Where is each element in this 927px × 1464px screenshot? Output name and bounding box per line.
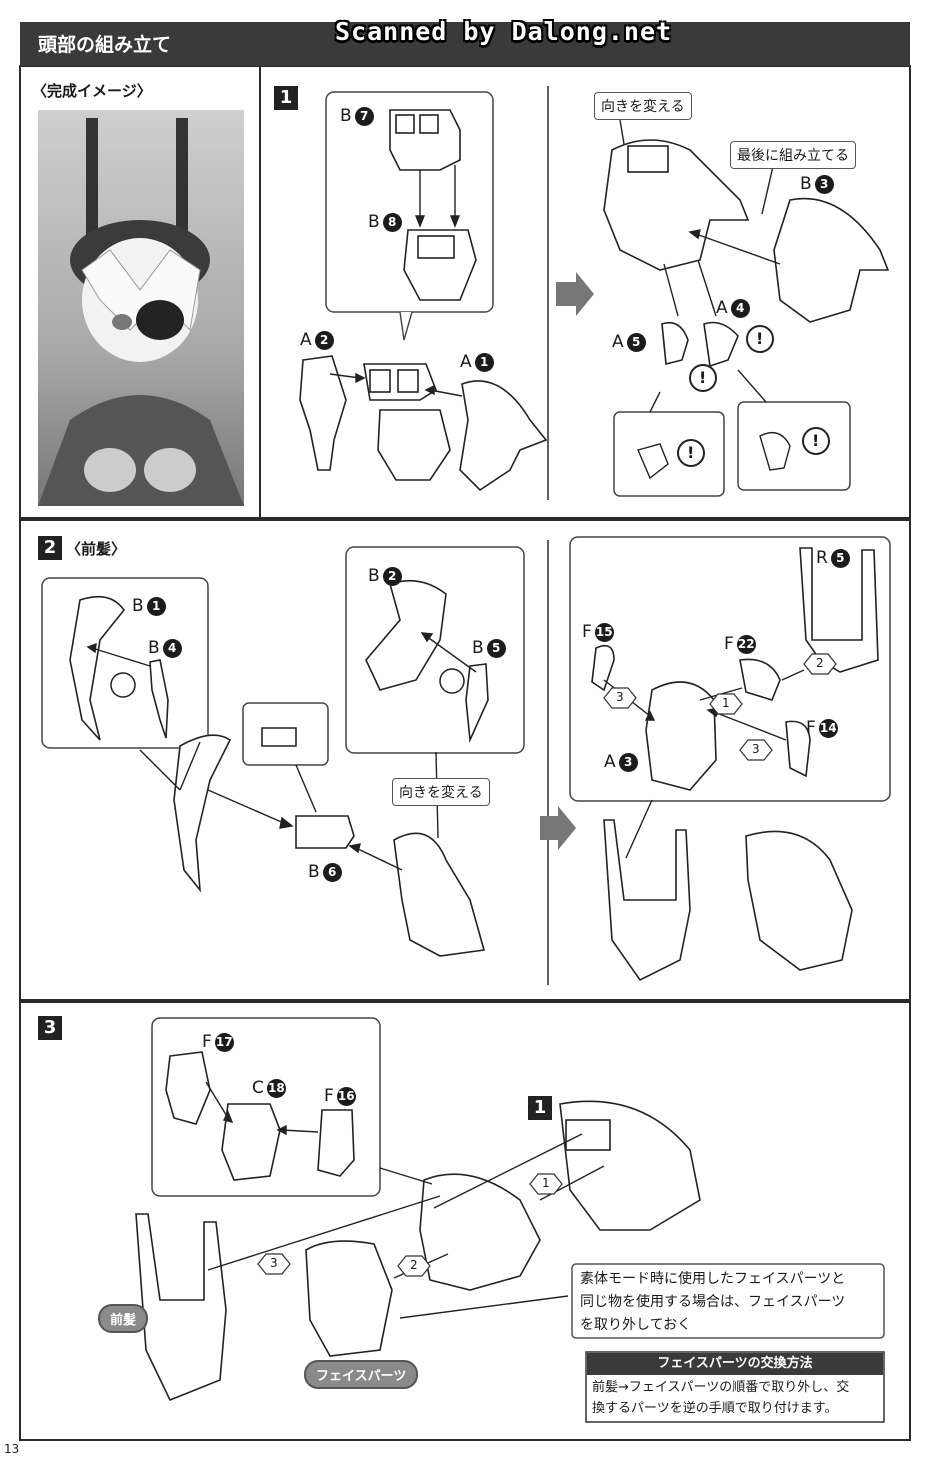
order-marker: 3: [616, 690, 624, 704]
step-1-badge: 1: [274, 86, 298, 110]
warning-icon: !: [812, 431, 820, 450]
page-number: 13: [4, 1442, 20, 1456]
step-3-badge: 3: [38, 1016, 62, 1040]
callout-assemble-last: 最後に組み立てる: [730, 141, 856, 169]
exchange-method-title: フェイスパーツの交換方法: [587, 1353, 883, 1375]
warning-icon: !: [699, 368, 707, 387]
preview-label: 〈完成イメージ〉: [32, 82, 152, 100]
warning-icon: !: [756, 329, 764, 348]
step-2-badge: 2: [38, 536, 62, 560]
face-parts-note: 素体モード時に使用したフェイスパーツと 同じ物を使用する場合は、フェイスパーツ …: [580, 1271, 846, 1333]
exchange-method-text: 前髪→フェイスパーツの順番で取り外し、交 換するパーツを逆の手順で取り付けます。: [592, 1380, 850, 1416]
warning-icon: !: [687, 443, 695, 462]
section-header: 頭部の組み立て: [20, 22, 910, 66]
order-marker: 2: [816, 656, 824, 670]
callout-rotate-2: 向きを変える: [392, 778, 490, 806]
order-marker: 3: [270, 1256, 278, 1270]
order-marker: 2: [410, 1258, 418, 1272]
preview-figure-image: [38, 110, 244, 506]
order-marker: 1: [722, 696, 730, 710]
order-marker: 1: [542, 1176, 550, 1190]
order-marker: 3: [752, 742, 760, 756]
ref-step-1-badge: 1: [528, 1096, 552, 1120]
step-2-label: 〈前髪〉: [66, 540, 127, 558]
label-face-parts: フェイスパーツ: [304, 1360, 419, 1389]
callout-rotate: 向きを変える: [594, 92, 692, 120]
label-bangs: 前髪: [98, 1304, 149, 1333]
scan-watermark: Scanned by Dalong.net: [335, 17, 673, 46]
section-title: 頭部の組み立て: [38, 34, 172, 56]
